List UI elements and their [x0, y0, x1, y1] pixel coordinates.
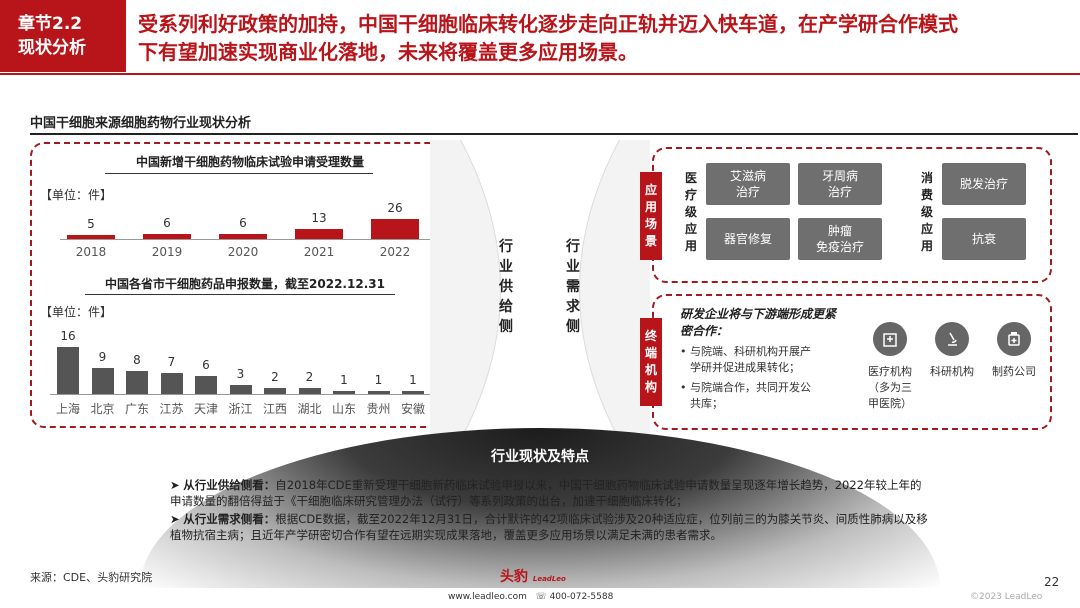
- section-rule: [30, 133, 1078, 135]
- bar-2022: [371, 219, 419, 239]
- bar-江西: [264, 388, 286, 394]
- tile-aids-treatment: 艾滋病 治疗: [706, 163, 790, 205]
- category-label-浙江: 浙江: [228, 402, 253, 416]
- value-label-2021: 13: [311, 211, 327, 225]
- pharma-icon: [997, 322, 1031, 356]
- value-label-湖北: 2: [305, 370, 314, 385]
- value-label-广东: 8: [133, 352, 141, 367]
- value-label-安徽: 1: [409, 373, 417, 388]
- value-label-山东: 1: [340, 373, 348, 388]
- summary-title: 行业现状及特点: [491, 449, 589, 465]
- value-label-2022: 26: [387, 201, 403, 215]
- headline: 受系列利好政策的加持，中国干细胞临床转化逐步走向正轨并迈入快车道，在产学研合作模…: [138, 10, 1073, 66]
- category-label-2019: 2019: [151, 245, 183, 259]
- category-label-上海: 上海: [55, 402, 80, 416]
- headline-line-2: 下有望加速实现商业化落地，未来将覆盖更多应用场景。: [138, 40, 638, 64]
- terminal-description: 研发企业将与下游端形成更紧 密合作： • 与院端、科研机构开展产 学研并促进成果…: [680, 307, 837, 410]
- hospital-icon: [873, 322, 907, 356]
- value-label-天津: 6: [202, 358, 210, 373]
- website-link[interactable]: www.leadleo.com: [448, 592, 527, 602]
- bar-山东: [333, 391, 355, 394]
- bar-2020: [219, 234, 267, 239]
- bar-天津: [195, 376, 217, 394]
- value-label-2018: 5: [87, 217, 95, 232]
- page-number: 22: [1044, 575, 1060, 589]
- bar-上海: [57, 347, 79, 394]
- value-label-贵州: 1: [374, 373, 383, 388]
- chapter-name: 现状分析: [18, 38, 86, 58]
- category-label-2022: 2022: [379, 245, 411, 259]
- summary-demand: ➤ 从行业需求侧看：根据CDE数据，截至2022年12月31日，合计默许的42项…: [170, 512, 928, 542]
- bar-北京: [91, 367, 114, 394]
- value-label-北京: 9: [98, 349, 107, 364]
- value-label-上海: 16: [60, 329, 76, 343]
- bar-2021: [295, 229, 343, 239]
- leadleo-logo: 头豹 LeadLeo: [500, 569, 566, 585]
- source-note: 来源：CDE、头豹研究院: [30, 571, 153, 584]
- chart2-title-underline: [85, 294, 395, 295]
- center-arcs: [430, 140, 650, 440]
- org-research: 科研机构: [924, 322, 980, 380]
- category-label-江苏: 江苏: [159, 402, 184, 416]
- org-hospital: 医疗机构 （多为三 甲医院）: [862, 322, 918, 412]
- category-label-2020: 2020: [227, 245, 259, 259]
- x-axis-line: [60, 239, 430, 240]
- headline-line-1: 受系列利好政策的加持，中国干细胞临床转化逐步走向正轨并迈入快车道，在产学研合作模…: [138, 12, 958, 36]
- value-label-2019: 6: [163, 216, 171, 231]
- tile-hair-loss-treatment: 脱发治疗: [942, 163, 1026, 205]
- value-label-2020: 6: [239, 216, 247, 231]
- category-label-2021: 2021: [303, 245, 335, 259]
- chapter-number: 章节2.2: [18, 14, 83, 34]
- bar-广东: [126, 370, 148, 394]
- bar-2018: [67, 235, 115, 239]
- category-label-贵州: 贵州: [366, 402, 391, 416]
- tile-tumor-immunotherapy: 肿瘤 免疫治疗: [798, 218, 882, 260]
- bar-湖北: [298, 388, 321, 394]
- chart2-title: 中国各省市干细胞药品申报数量，截至2022.12.31: [105, 277, 385, 291]
- summary-text: ➤ 从行业供给侧看：自2018年CDE重新受理干细胞新药临床试验申报以来，中国干…: [170, 477, 930, 543]
- value-label-浙江: 3: [236, 367, 245, 382]
- category-label-江西: 江西: [262, 402, 287, 416]
- category-label-北京: 北京: [90, 402, 115, 416]
- tile-organ-repair: 器官修复: [706, 218, 790, 260]
- phone-number: 400-072-5588: [549, 592, 614, 602]
- bar-江苏: [160, 373, 183, 394]
- category-label-2018: 2018: [75, 245, 107, 259]
- summary-supply: ➤ 从行业供给侧看：自2018年CDE重新受理干细胞新药临床试验申报以来，中国干…: [170, 478, 922, 508]
- chart1-unit: 【单位：件】: [40, 188, 113, 202]
- tile-anti-aging: 抗衰: [942, 218, 1026, 260]
- category-label-安徽: 安徽: [400, 402, 425, 416]
- header-band: [0, 0, 1080, 72]
- tile-periodontal-treatment: 牙周病 治疗: [798, 163, 882, 205]
- microscope-icon: [935, 322, 969, 356]
- chart1-title: 中国新增干细胞药物临床试验申请受理数量: [135, 155, 364, 169]
- chapter-badge: 章节2.2 现状分析: [0, 0, 126, 72]
- medical-grade-label: 医 疗 级 应 用: [684, 171, 697, 253]
- x-axis-line: [50, 394, 440, 395]
- value-label-江西: 2: [271, 370, 279, 385]
- category-label-广东: 广东: [124, 402, 149, 416]
- org-pharma: 制药公司: [986, 322, 1042, 380]
- left-arc-fill: [430, 140, 500, 440]
- right-arc-fill: [580, 140, 650, 440]
- chart1-title-underline: [105, 173, 373, 174]
- category-label-湖北: 湖北: [297, 402, 322, 416]
- bar-浙江: [229, 385, 252, 394]
- supply-side-label: 行 业 供 给 侧: [499, 239, 513, 335]
- terminal-tag: 终 端 机 构: [640, 318, 662, 406]
- chart2-unit: 【单位：件】: [40, 305, 113, 319]
- category-label-山东: 山东: [331, 402, 356, 416]
- value-label-江苏: 7: [167, 355, 176, 370]
- bar-安徽: [402, 391, 424, 394]
- header-divider: [0, 73, 1080, 75]
- bar-2019: [143, 234, 191, 239]
- application-tag: 应 用 场 景: [640, 172, 662, 260]
- consumer-grade-label: 消 费 级 应 用: [920, 171, 933, 253]
- copyright: ©2023 LeadLeo: [970, 592, 1043, 602]
- section-title: 中国干细胞来源细胞药物行业现状分析: [30, 116, 252, 131]
- footer-contact: www.leadleo.com ☏ 400-072-5588: [448, 592, 614, 602]
- category-label-天津: 天津: [193, 402, 218, 416]
- demand-side-label: 行 业 需 求 侧: [566, 239, 580, 335]
- bar-贵州: [367, 391, 390, 394]
